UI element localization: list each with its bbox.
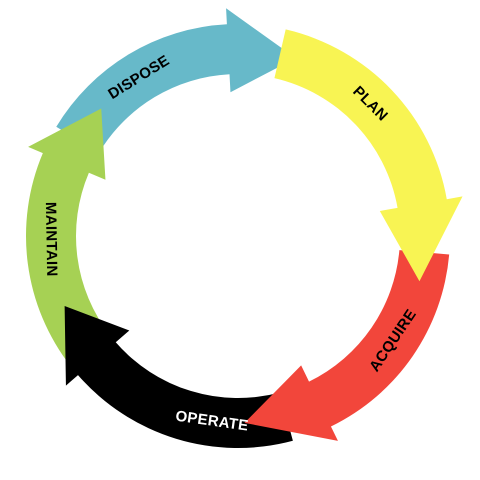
cycle-arrow-maintain bbox=[25, 108, 111, 367]
stage-label-maintain: MAINTAIN bbox=[42, 202, 60, 277]
cycle-arrows bbox=[25, 8, 463, 449]
cycle-arrow-dispose bbox=[56, 8, 296, 153]
cycle-arrow-operate bbox=[64, 306, 293, 449]
cycle-arrow-plan bbox=[274, 29, 463, 282]
cycle-arrow-acquire bbox=[244, 250, 450, 441]
